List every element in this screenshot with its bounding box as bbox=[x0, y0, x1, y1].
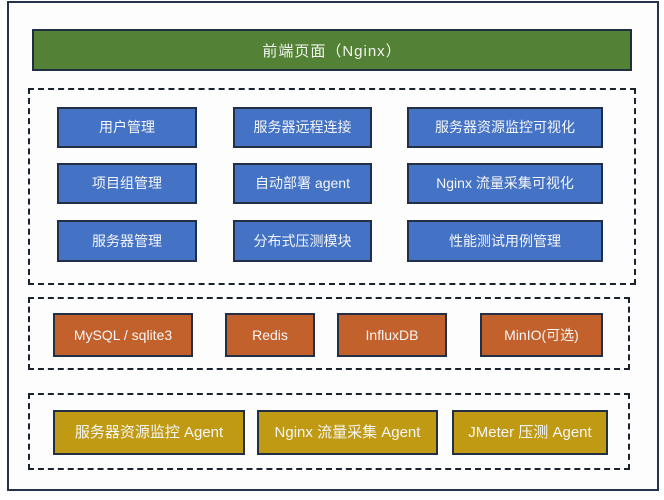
storage-group bbox=[28, 297, 630, 370]
node-auto-deploy-agent: 自动部署 agent bbox=[233, 163, 372, 204]
frontend-nginx-node: 前端页面（Nginx） bbox=[32, 29, 632, 71]
node-server-remote-connection: 服务器远程连接 bbox=[233, 107, 372, 148]
node-user-management: 用户管理 bbox=[57, 107, 197, 148]
node-minio-optional: MinIO(可选) bbox=[480, 313, 603, 357]
web-modules-group bbox=[28, 88, 636, 285]
node-server-management: 服务器管理 bbox=[57, 220, 197, 262]
node-server-resource-monitor-visualization: 服务器资源监控可视化 bbox=[407, 107, 603, 148]
node-mysql-sqlite3: MySQL / sqlite3 bbox=[53, 313, 193, 357]
node-jmeter-load-test-agent: JMeter 压测 Agent bbox=[452, 410, 608, 455]
node-server-resource-monitor-agent: 服务器资源监控 Agent bbox=[53, 410, 245, 455]
node-performance-test-case-management: 性能测试用例管理 bbox=[407, 220, 603, 262]
node-nginx-traffic-collect-agent: Nginx 流量采集 Agent bbox=[257, 410, 438, 455]
node-redis: Redis bbox=[225, 313, 315, 357]
node-influxdb: InfluxDB bbox=[337, 313, 447, 357]
node-project-group-management: 项目组管理 bbox=[57, 163, 197, 204]
node-nginx-traffic-visualization: Nginx 流量采集可视化 bbox=[407, 163, 603, 204]
agents-group bbox=[28, 393, 630, 470]
node-distributed-load-test-module: 分布式压测模块 bbox=[233, 220, 372, 262]
